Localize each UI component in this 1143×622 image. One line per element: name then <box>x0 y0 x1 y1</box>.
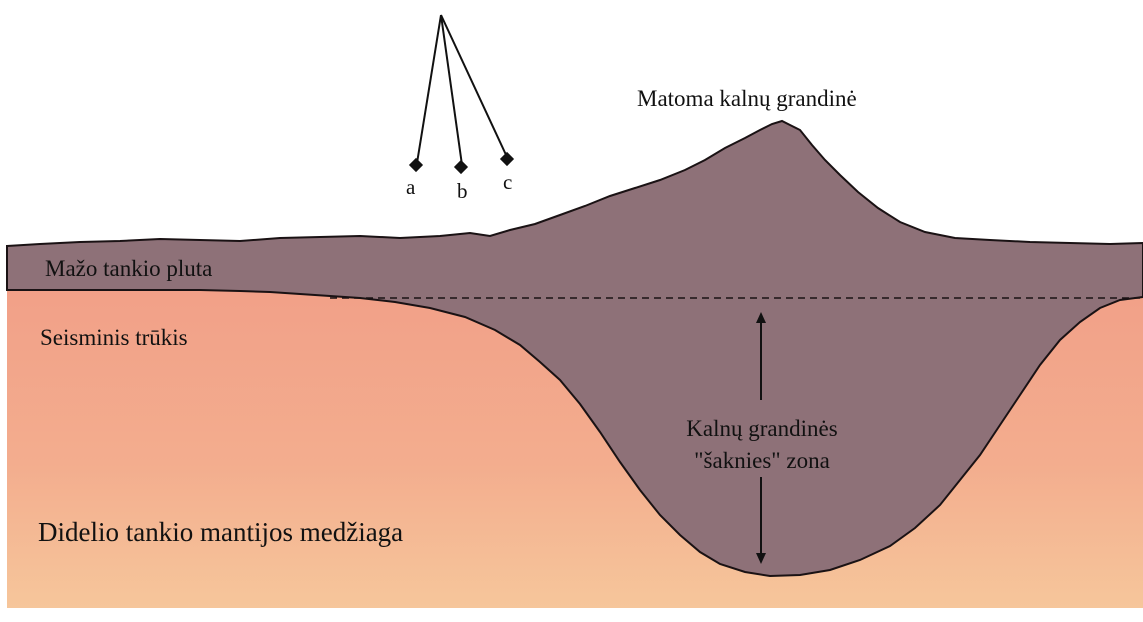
high-density-mantle-label: Didelio tankio mantijos medžiaga <box>38 517 403 547</box>
pendulum-label-a: a <box>406 175 416 199</box>
pendulum-bob-a <box>409 158 423 172</box>
root-zone-label-line1: Kalnų grandinės <box>686 416 837 441</box>
pendulum-bob-c <box>500 152 514 166</box>
root-zone-label-line2: "šaknies" zona <box>694 448 830 473</box>
pendulum-label-b: b <box>457 179 468 203</box>
pendulum-label-c: c <box>503 170 512 194</box>
pendulum-bob-b <box>454 160 468 174</box>
pendulum-string-a <box>417 15 441 163</box>
mountain-range-label: Matoma kalnų grandinė <box>637 86 857 111</box>
low-density-crust-label: Mažo tankio pluta <box>45 256 212 281</box>
pendulum-group: a b c <box>406 15 514 203</box>
seismic-discontinuity-label: Seisminis trūkis <box>40 325 188 350</box>
